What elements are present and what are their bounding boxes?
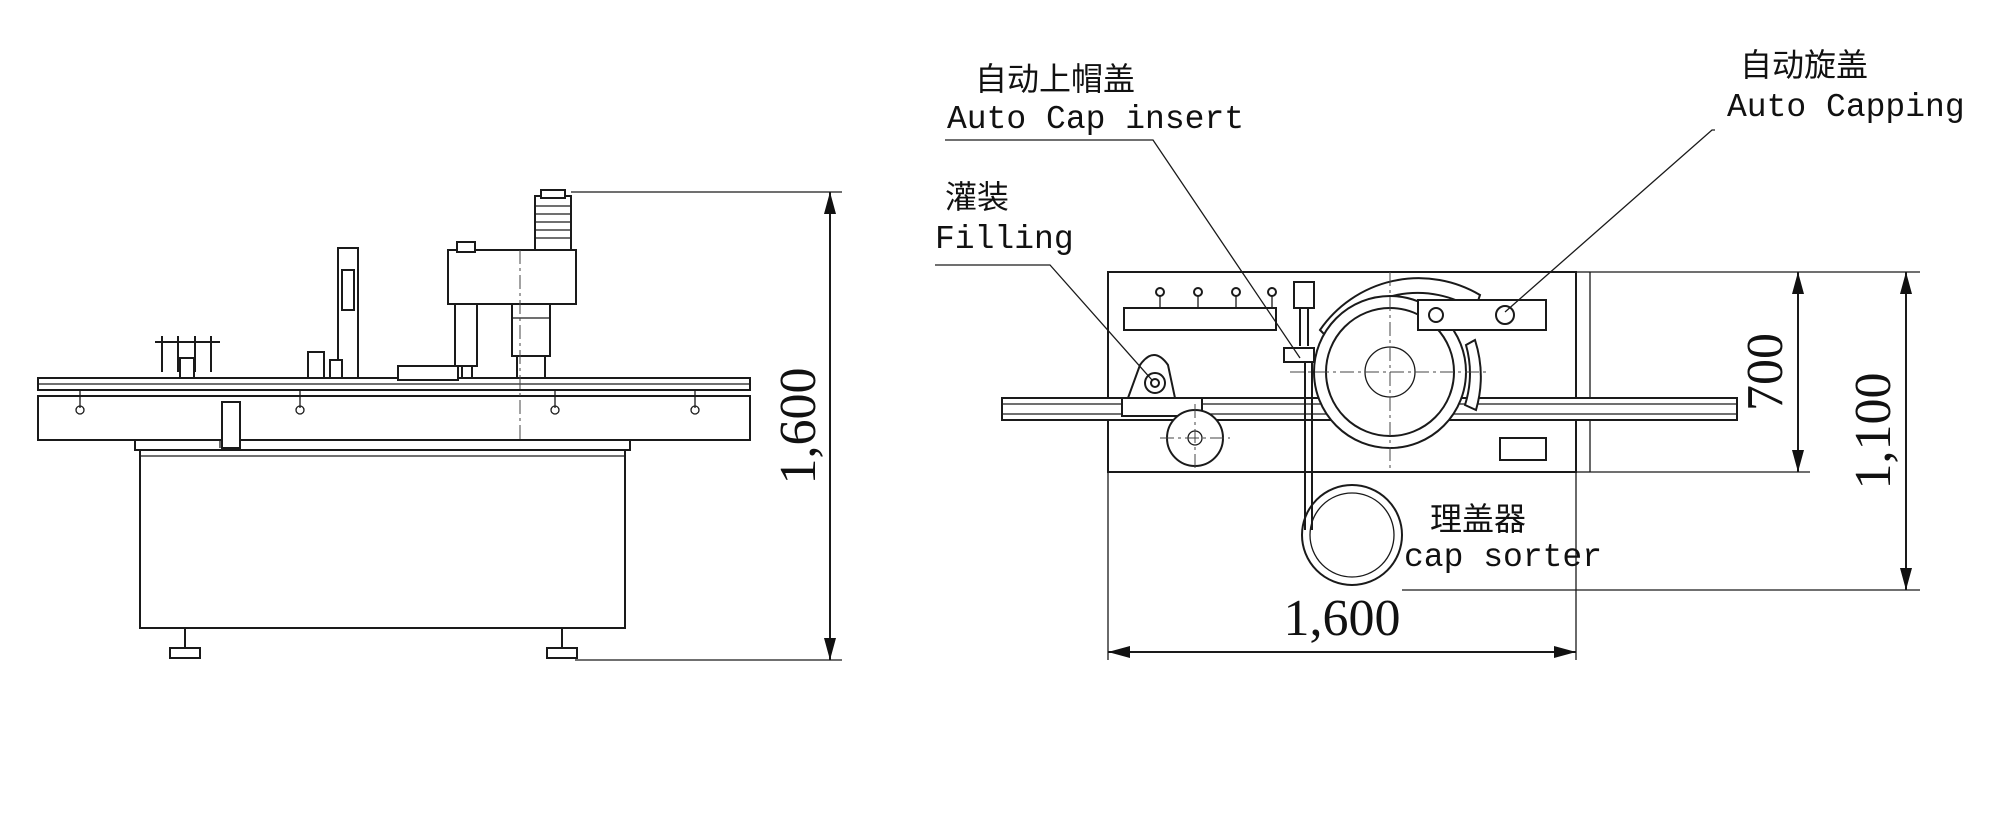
plan-control-panel	[1499, 437, 1547, 461]
side-height-value: 1,600	[770, 368, 827, 485]
leveling-feet	[169, 628, 578, 659]
filling-nozzles	[155, 336, 220, 379]
support-column	[221, 401, 241, 449]
cap-sorter-label-cn: 理盖器	[1430, 500, 1526, 538]
plan-total-depth-value: 1,100	[1845, 373, 1902, 490]
capping-label-en: Auto Capping	[1727, 89, 1965, 126]
plan-starwheel	[1290, 272, 1490, 472]
capping-head-assembly	[447, 241, 577, 379]
machine-cabinet	[139, 447, 626, 629]
cap-insert-label-cn: 自动上帽盖	[975, 60, 1135, 98]
plan-cap-chute	[1283, 281, 1315, 363]
plan-length-dimension: 1,600	[1107, 472, 1577, 660]
cap-insert-tower	[307, 247, 359, 379]
plan-filling-bar	[1123, 287, 1277, 331]
plan-depth-value: 700	[1737, 333, 1794, 411]
cap-sorter-label-en: cap sorter	[1404, 539, 1602, 576]
side-conveyor-bed	[37, 395, 751, 441]
leader-lines	[935, 129, 1715, 381]
plan-frame	[1107, 271, 1577, 473]
plan-depth-dimension: 700	[1590, 271, 1920, 473]
filling-label-en: Filling	[935, 221, 1074, 258]
plan-filling-bracket	[1121, 354, 1203, 417]
side-height-dimension: 1,600	[571, 191, 842, 661]
filling-label-cn: 灌装	[945, 178, 1009, 216]
capping-motor	[534, 189, 572, 251]
plan-filling-gear	[1160, 404, 1230, 472]
rail-brackets	[75, 390, 700, 415]
capping-label-cn: 自动旋盖	[1740, 46, 1868, 84]
side-elevation-view: 1,600	[37, 189, 842, 661]
cap-transfer-block	[397, 365, 459, 381]
plan-total-depth-dimension: 1,100	[1402, 272, 1920, 591]
plan-capping-head	[1417, 299, 1547, 331]
top-plan-view: 1,600 700 1,100 自动上帽盖 Auto Cap insert 自动…	[935, 46, 1965, 660]
plan-length-value: 1,600	[1284, 590, 1401, 647]
cap-insert-label-en: Auto Cap insert	[947, 101, 1244, 138]
cabinet-top-plate	[134, 439, 631, 451]
plan-cap-sorter	[1301, 361, 1403, 586]
